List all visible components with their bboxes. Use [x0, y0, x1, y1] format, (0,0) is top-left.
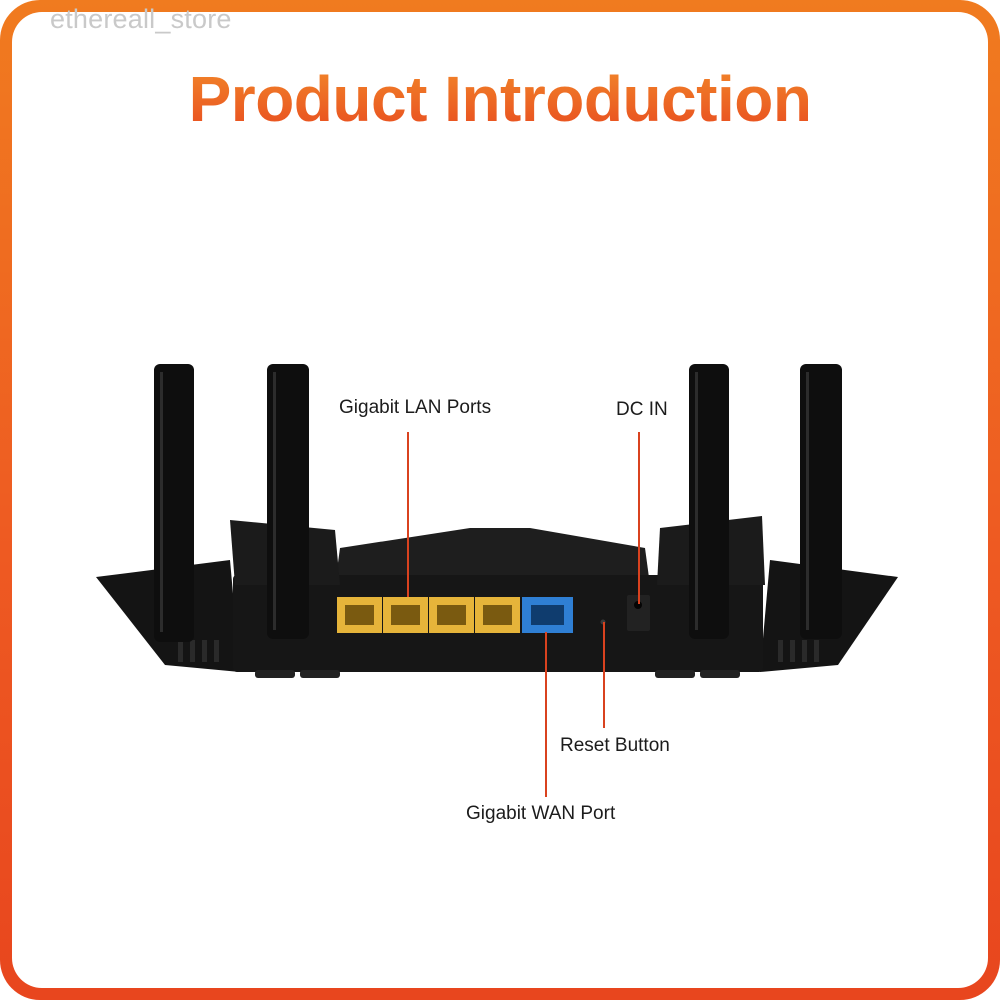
store-watermark: ethereall_store — [50, 4, 232, 34]
dc-in-jack — [627, 595, 650, 631]
dc-in-label: DC IN — [616, 399, 668, 420]
router-vents — [178, 640, 819, 662]
antennas — [154, 364, 842, 642]
reset-callout-line — [603, 622, 605, 728]
antenna-2 — [267, 364, 309, 639]
router-top-cover — [335, 528, 650, 585]
lan-ports-label: Gigabit LAN Ports — [339, 397, 492, 418]
antenna-3 — [689, 364, 729, 639]
antenna-1 — [154, 364, 194, 642]
antenna-4 — [800, 364, 842, 639]
page-title: Product Introduction — [0, 62, 1000, 136]
wan-callout-line — [545, 632, 547, 797]
lan-ports — [337, 597, 520, 633]
dc-callout-line — [638, 432, 640, 604]
lan-callout-line — [407, 432, 409, 597]
wan-port-label: Gigabit WAN Port — [466, 803, 616, 824]
reset-button-label: Reset Button — [560, 735, 670, 756]
wan-port — [522, 597, 573, 633]
